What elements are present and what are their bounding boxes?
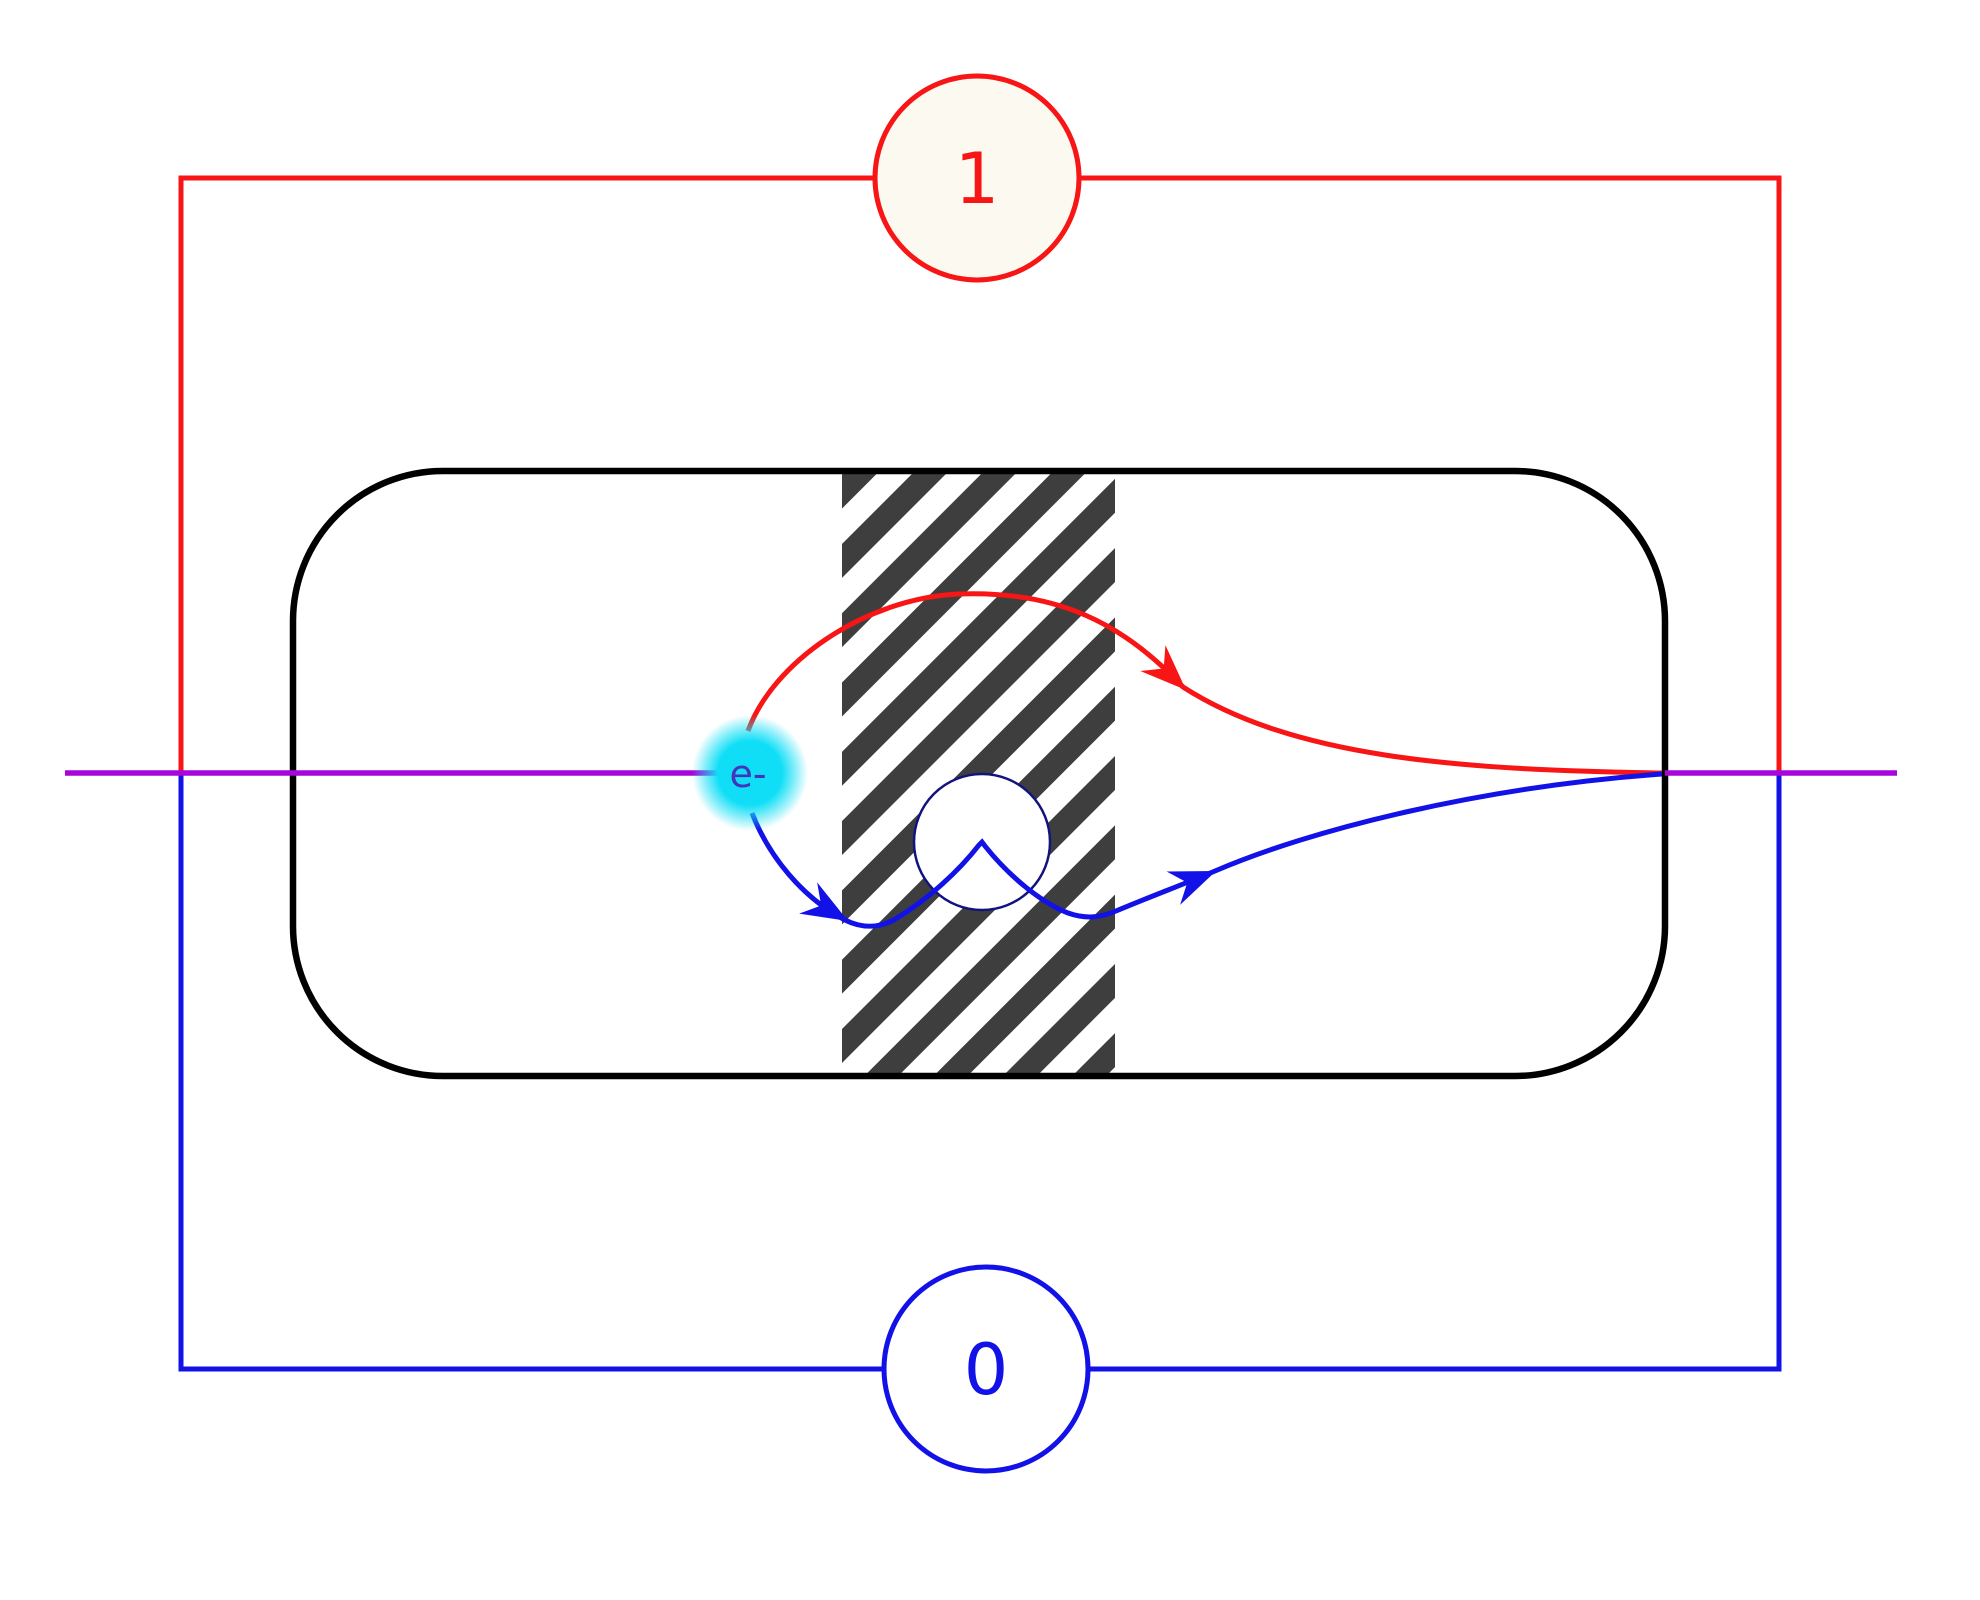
electron-path-state-0 — [749, 771, 1663, 929]
detector-node-1-label: 1 — [955, 138, 1000, 220]
electron-label: e- — [729, 752, 766, 796]
detector-node-0-label: 0 — [964, 1329, 1009, 1411]
detector-node-1 — [872, 73, 1082, 283]
blue-path-arrowhead-2-icon — [1166, 871, 1216, 905]
blue-path-arrowhead-1-icon — [799, 882, 848, 921]
electron-glow-dot — [692, 715, 808, 831]
red-path-arrowhead-icon — [1140, 645, 1186, 690]
electron-path-state-1 — [745, 591, 1663, 776]
detector-node-0 — [881, 1264, 1091, 1474]
